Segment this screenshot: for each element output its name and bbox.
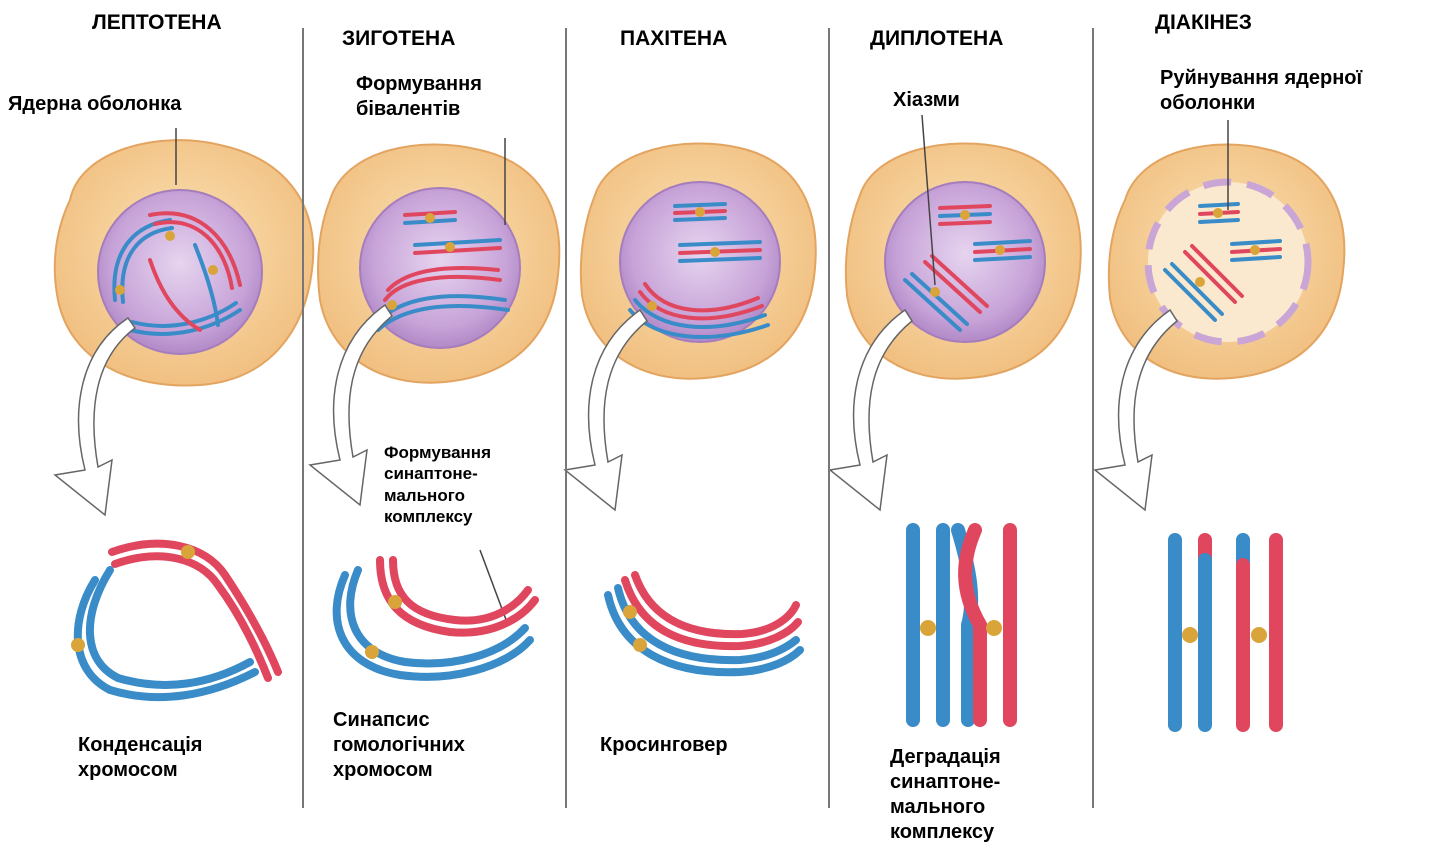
stage-title-pachytene: ПАХІТЕНА (620, 26, 727, 52)
label-nuclear-envelope: Ядерна оболонка (8, 92, 181, 117)
leptotene-detail (71, 544, 278, 697)
divider-3 (828, 28, 830, 808)
diplotene-detail (913, 530, 1010, 720)
stage-title-diplotene: ДИПЛОТЕНА (870, 26, 1003, 52)
caption-sc-degradation: Деградація синаптоне- мального комплексу (890, 745, 1001, 845)
stage-title-zygotene: ЗИГОТЕНА (342, 26, 455, 52)
leptotene-cell (55, 140, 313, 385)
divider-2 (565, 28, 567, 808)
caption-condensation: Конденсація хромосом (78, 733, 202, 783)
label-bivalent-formation: Формування бівалентів (356, 72, 482, 122)
caption-crossing-over: Кросинговер (600, 733, 728, 758)
pachytene-detail (608, 575, 800, 672)
label-chiasmata: Хіазми (893, 88, 960, 113)
diakinesis-detail (1175, 540, 1276, 725)
caption-synapsis: Синапсис гомологічних хромосом (333, 708, 465, 783)
stage-title-diakinesis: ДІАКІНЕЗ (1155, 10, 1252, 36)
divider-4 (1092, 28, 1094, 808)
divider-1 (302, 28, 304, 808)
stage-title-leptotene: ЛЕПТОТЕНА (92, 10, 222, 36)
label-envelope-breakdown: Руйнування ядерної оболонки (1160, 66, 1362, 116)
label-sc-formation: Формування синаптоне- мального комплексу (380, 440, 495, 529)
